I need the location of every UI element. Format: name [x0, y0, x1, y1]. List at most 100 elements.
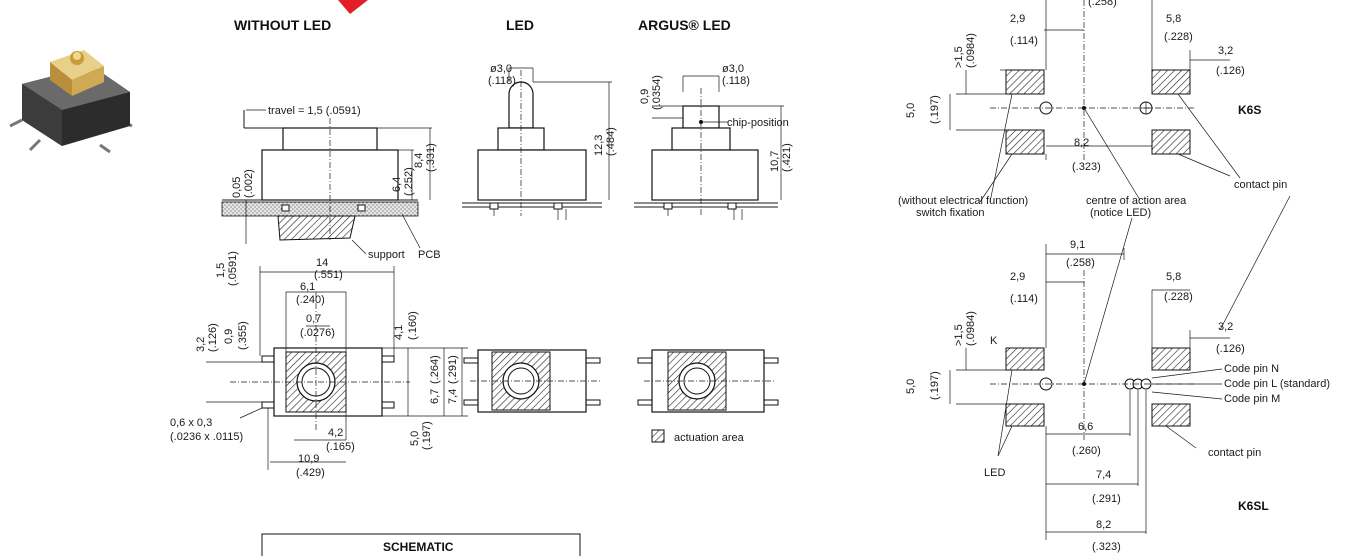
- actuation-legend-label: actuation area: [674, 432, 745, 444]
- top-w07: 0,7: [306, 313, 321, 325]
- k6s-d82-inch: (.323): [1072, 161, 1101, 173]
- k6s-note-led: (notice LED): [1090, 207, 1151, 219]
- heading-argus-led: ARGUS® LED: [638, 17, 731, 33]
- argus-chip-position: chip-position: [727, 117, 789, 129]
- top-h41: 4,1: [393, 325, 405, 340]
- side-view-led: [462, 67, 612, 220]
- top-h41-inch: (.160): [407, 311, 419, 340]
- top-w07-inch: (.0276): [300, 327, 335, 339]
- k6sl-d74-inch: (.291): [1092, 493, 1121, 505]
- top-view-argus: [637, 349, 779, 413]
- schematic-box: [261, 533, 581, 556]
- heading-without-led: WITHOUT LED: [234, 17, 331, 33]
- heading-led: LED: [506, 17, 534, 33]
- k6sl-d66: 6,6: [1078, 421, 1093, 433]
- brand-mark: [338, 0, 368, 14]
- top-h32-inch: (.126): [207, 323, 219, 352]
- k6sl-d32-inch: (.126): [1216, 343, 1245, 355]
- k6sl-d50-inch: (.197): [929, 371, 941, 400]
- top-pin: 0,6 x 0,3: [170, 417, 212, 429]
- top-w61-inch: (.240): [296, 294, 325, 306]
- k6s-d50-inch: (.197): [929, 95, 941, 124]
- k6s-d29-inch: (.114): [1010, 35, 1038, 47]
- top-h09: 0,9: [223, 329, 235, 344]
- led-dim-h: 12,3: [593, 135, 605, 156]
- k6sl-d91: 9,1: [1070, 239, 1085, 251]
- k6s-note-no-function: (without electrical function): [898, 195, 1028, 207]
- dim-15-inch: (.0591): [227, 251, 239, 286]
- argus-dim-dia: ø3,0: [722, 63, 744, 75]
- k6sl-led-label: LED: [984, 467, 1005, 479]
- k6sl-d66-inch: (.260): [1072, 445, 1101, 457]
- argus-dim-h-inch: (.421): [781, 143, 793, 172]
- k6s-contact-pin: contact pin: [1234, 179, 1287, 191]
- k6sl-d58-inch: (.228): [1164, 291, 1193, 303]
- label-pcb: PCB: [418, 249, 441, 261]
- top-w42-inch: (.165): [326, 441, 355, 453]
- argus-dim-dia-inch: (.118): [722, 75, 750, 87]
- k6sl-d82-inch: (.323): [1092, 541, 1121, 553]
- top-w14-inch: (.551): [314, 269, 343, 281]
- top-h67: 6,7: [429, 389, 441, 404]
- k6s-d58: 5,8: [1166, 13, 1181, 25]
- k6s-note-switch-fixation: switch fixation: [916, 207, 984, 219]
- top-view-without-led: [206, 266, 468, 470]
- product-photo: [9, 50, 133, 154]
- label-support: support: [368, 249, 405, 261]
- k6s-d50: 5,0: [905, 103, 917, 118]
- k6s-d58-inch: (.228): [1164, 31, 1193, 43]
- footprint-k6s: [949, 0, 1291, 331]
- k6s-d82: 8,2: [1074, 137, 1089, 149]
- k6sl-d82: 8,2: [1096, 519, 1111, 531]
- dim-64: 6,4: [391, 177, 403, 192]
- k6sl-cathode-k: K: [990, 335, 998, 347]
- dim-15: 1,5: [215, 263, 227, 278]
- k6s-d29: 2,9: [1010, 13, 1025, 25]
- top-w42: 4,2: [328, 427, 343, 439]
- actuation-legend-swatch: [651, 429, 665, 443]
- k6sl-d58: 5,8: [1166, 271, 1181, 283]
- dim-005: 0,05: [231, 177, 243, 198]
- argus-dim-h: 10,7: [769, 151, 781, 172]
- top-h74-inch: (.291): [447, 355, 459, 384]
- argus-dim-09: 0,9: [639, 89, 651, 104]
- top-w61: 6,1: [300, 281, 315, 293]
- k6s-d32-inch: (.126): [1216, 65, 1245, 77]
- side-view-argus-led: [634, 75, 784, 220]
- top-w109: 10,9: [298, 453, 319, 465]
- top-h67-inch: (.264): [429, 355, 441, 384]
- k6s-title: K6S: [1238, 103, 1261, 117]
- top-view-led: [463, 349, 601, 413]
- k6s-d15-inch: (.0984): [965, 33, 977, 68]
- dim-005-inch: (.002): [243, 169, 255, 198]
- top-h50: 5,0: [409, 431, 421, 446]
- top-pin-inch: (.0236 x .0115): [170, 431, 243, 443]
- footprint-k6sl: [949, 217, 1230, 540]
- k6sl-contact-pin: contact pin: [1208, 447, 1261, 459]
- top-w109-inch: (.429): [296, 467, 325, 479]
- k6s-d32: 3,2: [1218, 45, 1233, 57]
- side-view-without-led: [221, 109, 432, 244]
- k6s-top-partial: (.258): [1088, 0, 1117, 8]
- k6sl-code-pin-m: Code pin M: [1224, 393, 1280, 405]
- dim-84-inch: (.331): [425, 143, 437, 172]
- dim-84: 8,4: [413, 153, 425, 168]
- k6s-d15: >1,5: [953, 46, 965, 68]
- k6sl-code-pin-n: Code pin N: [1224, 363, 1279, 375]
- k6sl-d29-inch: (.114): [1010, 293, 1038, 305]
- top-w14: 14: [316, 257, 328, 269]
- led-dim-h-inch: (.484): [605, 127, 617, 156]
- k6sl-code-pin-l: Code pin L (standard): [1224, 378, 1330, 390]
- k6s-note-centre: centre of action area: [1086, 195, 1187, 207]
- k6sl-d91-inch: (.258): [1066, 257, 1095, 269]
- top-h09-inch: (.355): [237, 321, 249, 350]
- led-dim-dia: ø3,0: [490, 63, 512, 75]
- k6sl-title: K6SL: [1238, 499, 1269, 513]
- led-dim-dia-inch: (.118): [488, 75, 516, 87]
- k6sl-d50: 5,0: [905, 379, 917, 394]
- schematic-title: SCHEMATIC: [383, 540, 454, 554]
- k6sl-d32: 3,2: [1218, 321, 1233, 333]
- dim-travel: travel = 1,5 (.0591): [268, 105, 361, 117]
- k6sl-d29: 2,9: [1010, 271, 1025, 283]
